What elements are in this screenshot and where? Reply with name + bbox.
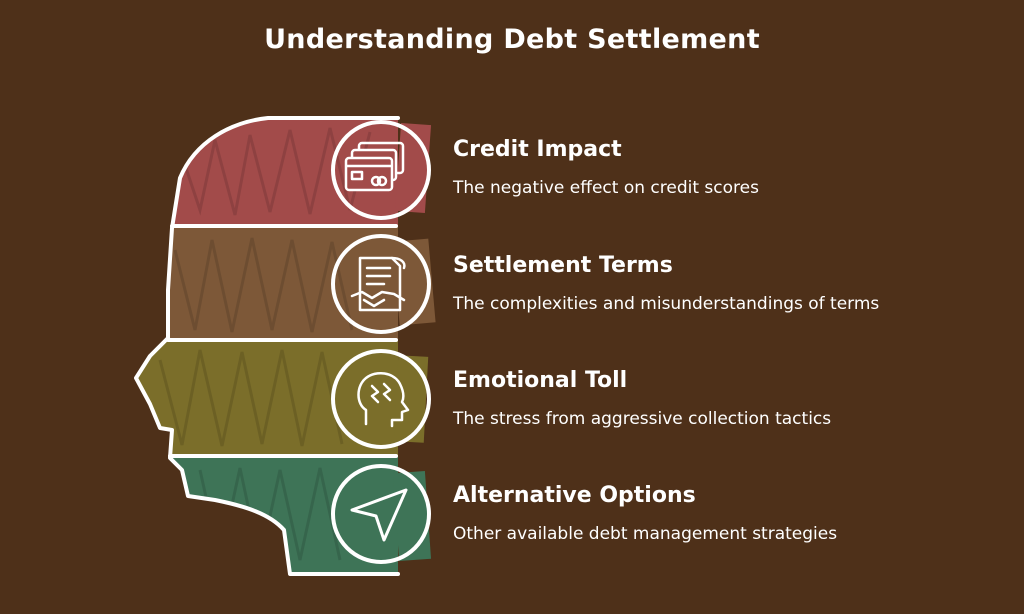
emotional-toll-description: The stress from aggressive collection ta… (453, 409, 832, 429)
emotional-toll-circle (331, 349, 431, 449)
stressed-head-icon (357, 371, 410, 428)
credit-impact-circle (331, 120, 431, 220)
band-dividers (166, 224, 398, 458)
alternative-options-heading: Alternative Options (453, 483, 696, 508)
item-settlement-terms: Settlement Terms The complexities and mi… (453, 253, 879, 314)
item-alternative-options: Alternative Options Other available debt… (453, 483, 837, 544)
credit-impact-description: The negative effect on credit scores (453, 178, 759, 198)
settlement-terms-heading: Settlement Terms (453, 253, 673, 278)
alternative-options-circle (331, 464, 431, 564)
item-emotional-toll: Emotional Toll The stress from aggressiv… (453, 368, 831, 429)
credit-card-icon (344, 141, 405, 192)
settlement-terms-circle (331, 234, 431, 334)
emotional-toll-heading: Emotional Toll (453, 368, 628, 393)
navigation-arrow-icon (350, 488, 408, 542)
diagram-title: Understanding Debt Settlement (264, 24, 760, 55)
alternative-options-description: Other available debt management strategi… (453, 524, 838, 544)
settlement-terms-description: The complexities and misunderstandings o… (453, 294, 880, 314)
credit-impact-heading: Credit Impact (453, 137, 622, 162)
item-credit-impact: Credit Impact The negative effect on cre… (453, 137, 759, 198)
contract-handshake-icon (350, 256, 406, 312)
head-outline (134, 116, 400, 576)
